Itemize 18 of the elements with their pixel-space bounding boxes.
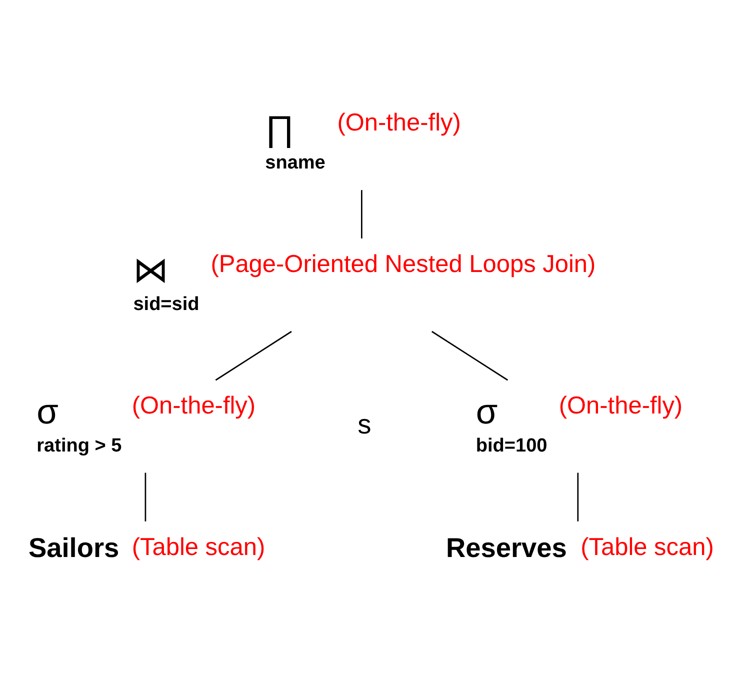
node-label: (On-the-fly) <box>558 392 683 419</box>
node-text: Sailors <box>28 532 120 563</box>
node-text: Reserves <box>446 532 567 563</box>
node-text: σ rating > 5 <box>36 392 122 456</box>
node-label: (Table scan) <box>132 533 266 560</box>
connector <box>432 330 508 380</box>
connector <box>577 472 579 521</box>
node-text: σ bid=100 <box>476 392 548 456</box>
connector <box>361 190 362 238</box>
node-label: (On-the-fly) <box>132 392 256 419</box>
node-label: (On-the-fly) <box>337 109 461 136</box>
node-text: ∏ sname <box>265 109 326 173</box>
connector <box>215 330 292 380</box>
connector <box>144 472 146 521</box>
node-label: (Table scan) <box>580 533 714 560</box>
label: s <box>358 408 372 439</box>
node-text: ⋈ sid=sid <box>133 250 200 314</box>
node-label: (Page-Oriented Nested Loops Join) <box>210 250 596 278</box>
